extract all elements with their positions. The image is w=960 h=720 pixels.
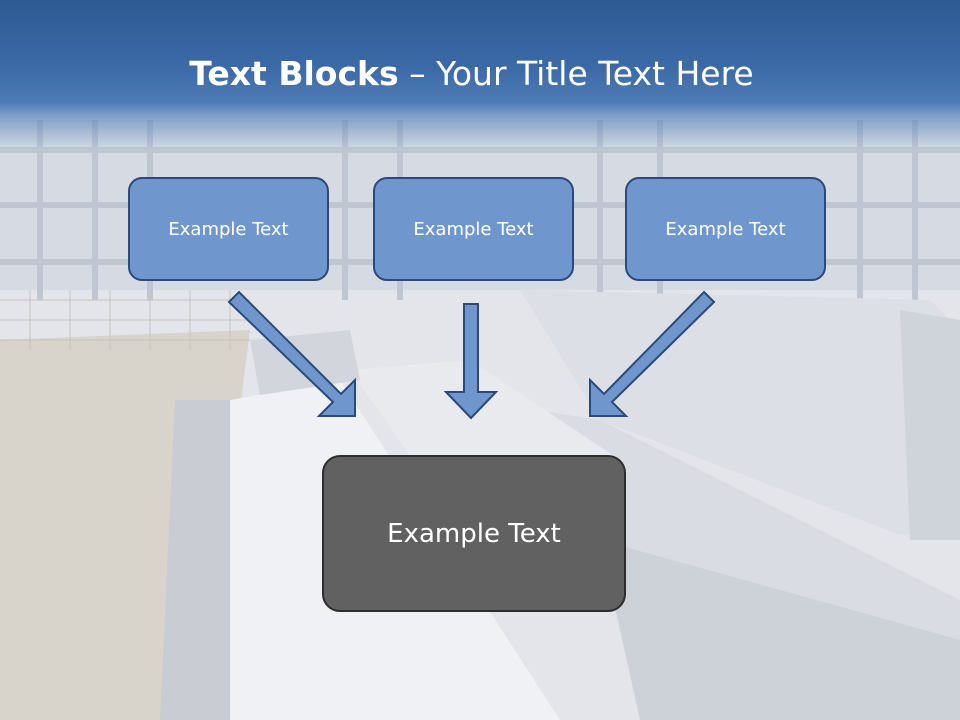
header-band [0,0,960,150]
slide-title-rest: – Your Title Text Here [398,54,754,93]
text-block-left-label: Example Text [168,218,289,240]
text-block-center[interactable]: Example Text [322,455,626,612]
slide-title: Text Blocks – Your Title Text Here [0,52,943,96]
arrow-left [227,290,356,417]
text-block-right-label: Example Text [665,218,786,240]
slide-title-bold: Text Blocks [189,54,399,93]
text-block-left[interactable]: Example Text [128,177,329,281]
arrow-middle [443,303,499,420]
text-block-center-label: Example Text [387,518,561,549]
arrow-right [589,290,716,417]
text-block-middle-label: Example Text [413,218,534,240]
text-block-right[interactable]: Example Text [625,177,826,281]
text-block-middle[interactable]: Example Text [373,177,574,281]
